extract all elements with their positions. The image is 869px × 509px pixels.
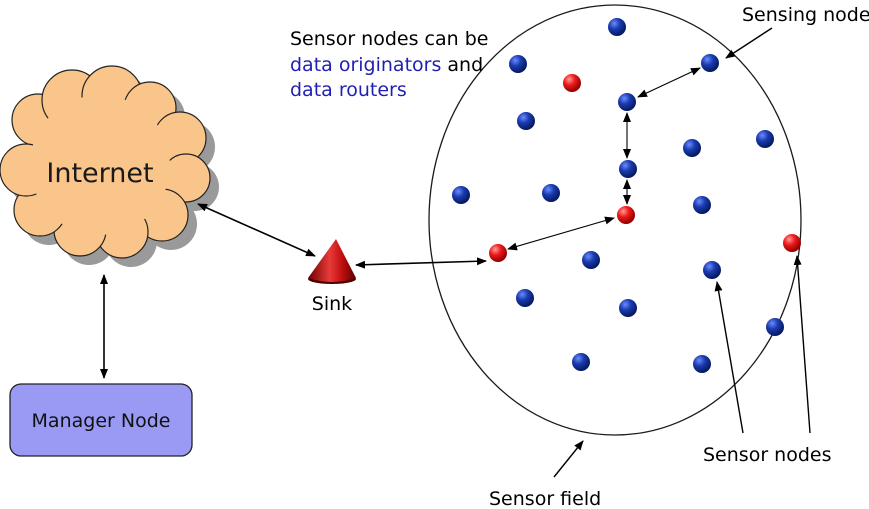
route-arrow-1 [507, 216, 615, 251]
sensor-nodes-pointer-1 [714, 281, 744, 434]
sink-cone: Sink [308, 239, 356, 315]
sensing-node [701, 54, 719, 72]
sink-node-arrow [355, 257, 487, 269]
connection-arrows [100, 203, 487, 379]
router-node [617, 206, 635, 224]
manager-node-label: Manager Node [32, 410, 171, 432]
sensor-node [693, 196, 711, 214]
sensing-node-label: Sensing node [742, 4, 869, 26]
sensor-node [542, 184, 560, 202]
sensor-nodes-pointer-2 [793, 255, 811, 434]
note-line-3: data routers [290, 79, 407, 101]
sink-label: Sink [312, 293, 352, 315]
sensor-field-label: Sensor field [489, 488, 601, 509]
router-node [783, 234, 801, 252]
sensor-node [618, 93, 636, 111]
note-originators: data originators [290, 54, 441, 76]
routing-arrows [507, 67, 701, 251]
pointer-arrows [553, 27, 811, 478]
sensor-field-pointer [553, 440, 584, 478]
sensor-node [572, 353, 590, 371]
note-line-2: data originators and [290, 54, 483, 76]
sensor-node [509, 55, 527, 73]
sensor-nodes-group [452, 18, 801, 373]
sensor-nodes-label: Sensor nodes [703, 444, 831, 466]
internet-sink-arrow [197, 203, 316, 257]
note-and: and [441, 54, 483, 76]
sensor-field-ellipse [428, 4, 802, 436]
sensor-node [703, 261, 721, 279]
route-arrow-4 [637, 67, 701, 98]
sensor-node [619, 160, 637, 178]
sensor-node [608, 18, 626, 36]
sensor-node [582, 251, 600, 269]
router-node [563, 74, 581, 92]
sensor-node [756, 130, 774, 148]
note-line-1: Sensor nodes can be [290, 28, 488, 50]
internet-label: Internet [46, 158, 153, 189]
sensor-node [683, 139, 701, 157]
sensor-node [516, 289, 534, 307]
sensing-node-pointer [725, 27, 773, 59]
sensor-node [619, 299, 637, 317]
manager-node: Manager Node [9, 383, 193, 457]
internet-cloud: Internet [0, 65, 219, 267]
sensor-node [452, 186, 470, 204]
cloud-core [30, 95, 170, 235]
sensor-node [766, 318, 784, 336]
router-node [489, 244, 507, 262]
sensor-node [693, 355, 711, 373]
sensor-node [517, 112, 535, 130]
